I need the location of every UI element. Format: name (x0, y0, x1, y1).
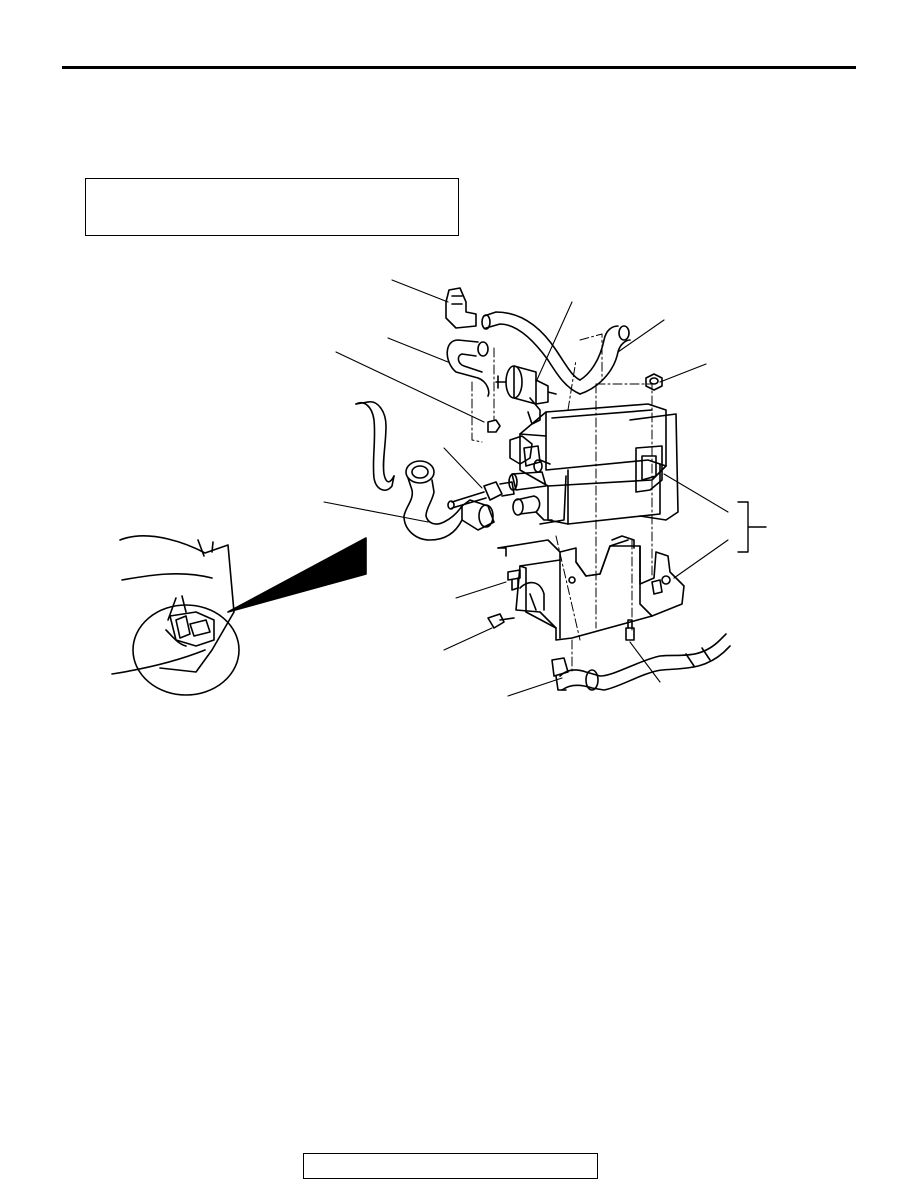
vapor-pipe (447, 481, 515, 510)
assembly-guide-lines (471, 333, 653, 673)
purge-solenoid (495, 365, 557, 425)
drain-hose (551, 633, 731, 691)
leader-lines (323, 279, 729, 697)
mounting-bolts (487, 569, 663, 641)
upper-hoses (445, 287, 631, 397)
footer-box (303, 1153, 598, 1179)
filler-hose (403, 460, 495, 541)
small-clip (487, 419, 501, 433)
canister-bracket (497, 535, 685, 641)
group-bracket (737, 501, 767, 553)
evap-canister (508, 403, 679, 525)
vehicle-inset (111, 535, 240, 696)
mounting-nut-top (645, 373, 663, 391)
note-box (85, 178, 459, 236)
zoom-wedge (227, 537, 367, 613)
vent-hose (355, 401, 395, 491)
header-rule (62, 66, 856, 69)
